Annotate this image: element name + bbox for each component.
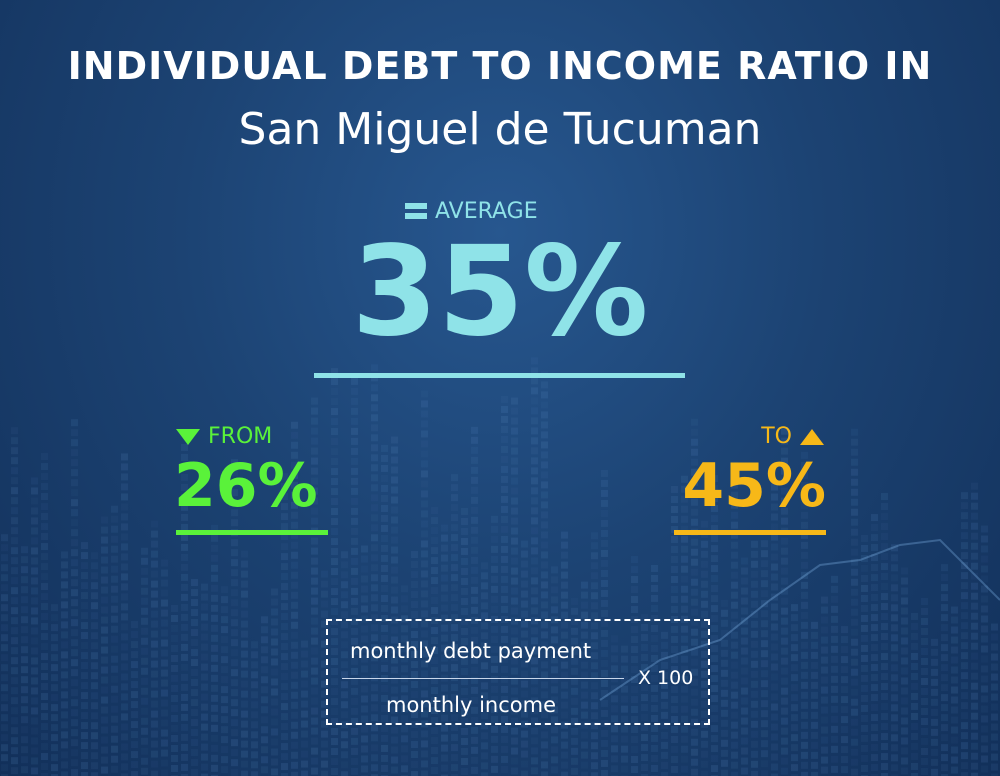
formula-box: monthly debt payment monthly income X 10… xyxy=(326,619,710,725)
to-value: 45% xyxy=(682,451,826,521)
to-label-text: TO xyxy=(761,424,792,449)
average-label: AVERAGE xyxy=(405,198,538,224)
triangle-up-icon xyxy=(800,428,824,445)
from-value: 26% xyxy=(174,451,318,521)
average-value: 35% xyxy=(351,220,649,364)
formula-denominator: monthly income xyxy=(386,693,557,717)
from-label-text: FROM xyxy=(208,424,273,449)
fraction-line xyxy=(342,678,624,679)
skyline-dots xyxy=(1,357,998,776)
from-underline xyxy=(176,530,328,535)
average-label-text: AVERAGE xyxy=(435,198,538,224)
page-title: INDIVIDUAL DEBT TO INCOME RATIO IN xyxy=(67,44,933,88)
equals-icon xyxy=(405,202,427,220)
to-label: TO xyxy=(761,424,824,449)
formula-multiplier: X 100 xyxy=(638,667,694,689)
from-label: FROM xyxy=(176,424,272,449)
formula-numerator: monthly debt payment xyxy=(350,639,592,663)
trend-line xyxy=(599,538,1000,701)
to-underline xyxy=(674,530,826,535)
average-underline xyxy=(314,373,685,378)
city-name: San Miguel de Tucuman xyxy=(238,104,762,155)
triangle-down-icon xyxy=(176,428,200,445)
